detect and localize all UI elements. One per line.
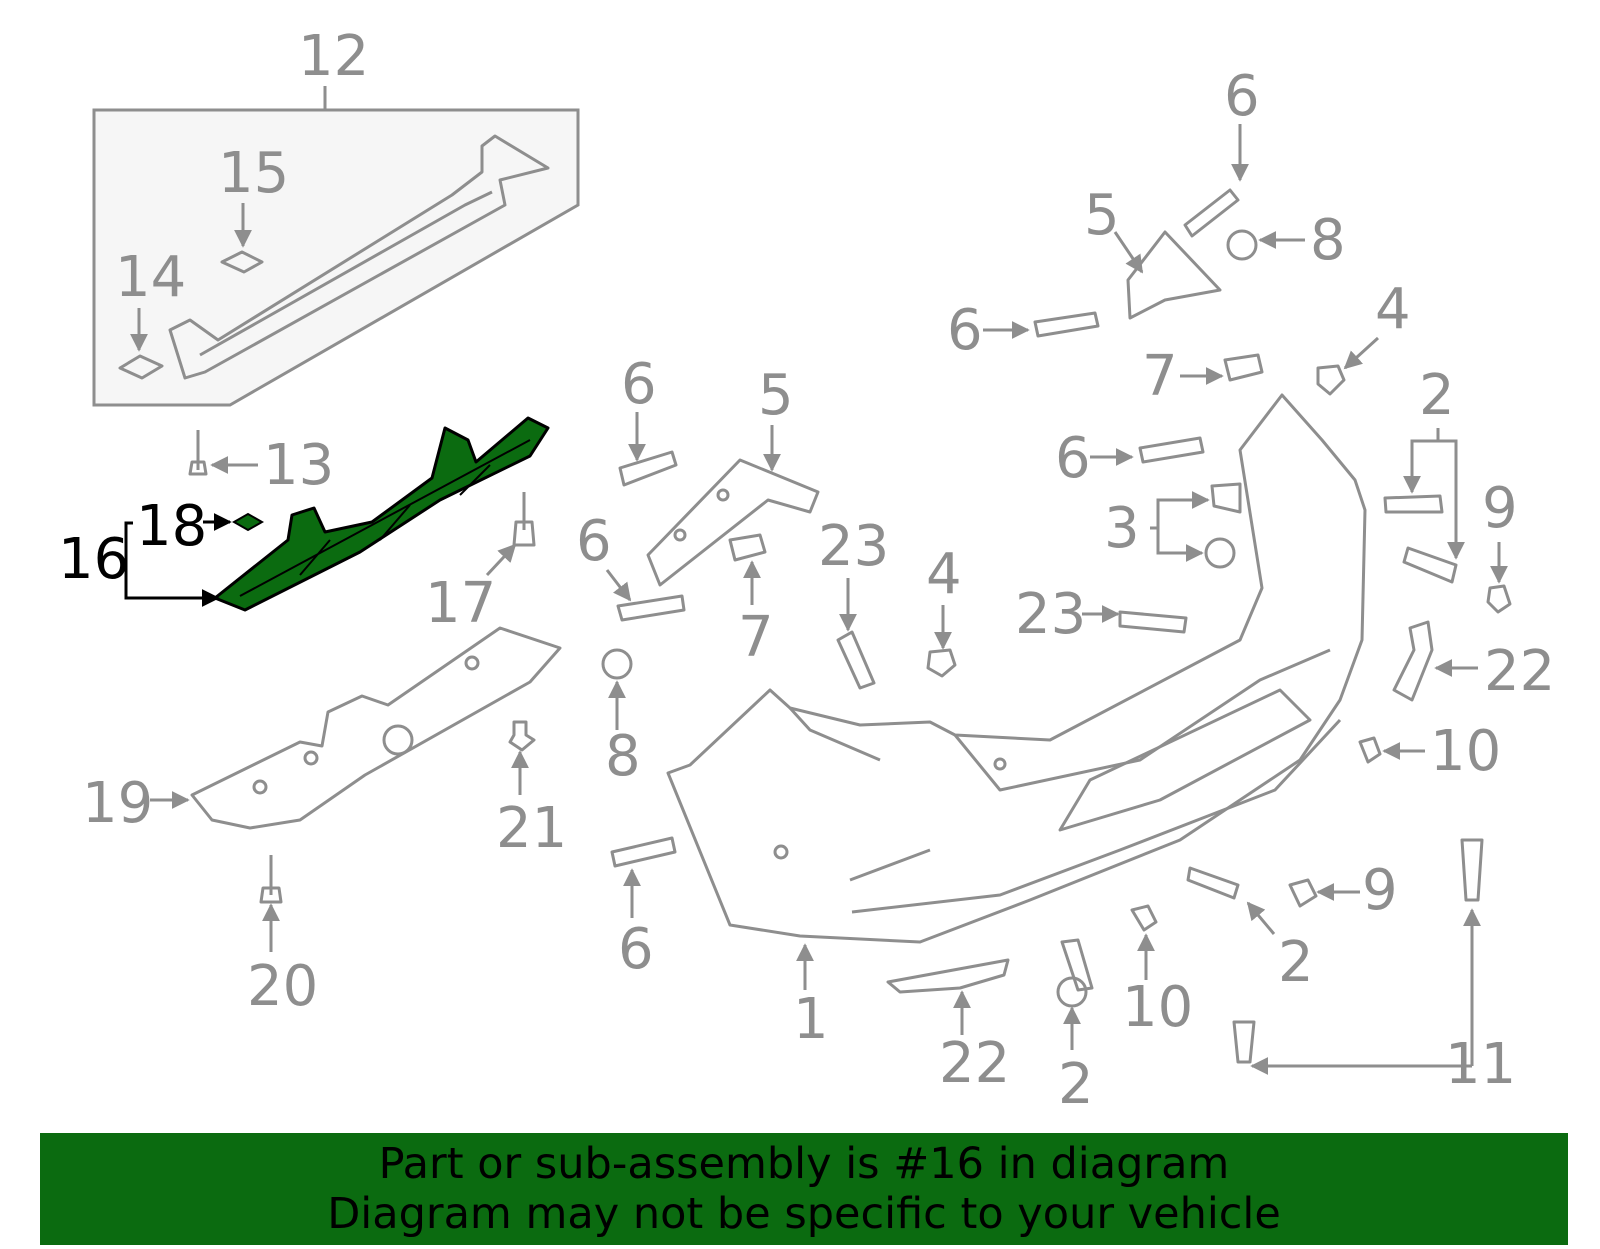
- callout-4-center: 4: [926, 542, 962, 607]
- callout-22-bottom: 22: [939, 1031, 1010, 1096]
- part-1-bumper-cover: [666, 393, 1367, 990]
- callout-6-leftmid: 6: [621, 352, 657, 417]
- callout-7-right: 7: [1142, 344, 1178, 409]
- callout-18: 18: [136, 494, 207, 559]
- callout-23-center: 23: [818, 514, 889, 579]
- callout-23-right: 23: [1015, 582, 1086, 647]
- callout-5-right: 5: [1084, 183, 1120, 248]
- callout-8-right: 8: [1310, 208, 1346, 273]
- callout-labels: 12 15 14 13 18 16 17 19 21 20 6 5 6 8 4 …: [58, 24, 1555, 1117]
- callout-16: 16: [58, 527, 129, 592]
- part-16-highlight: [213, 416, 550, 612]
- callout-2-lowerright: 2: [1278, 930, 1314, 995]
- part-12-kit-box: [92, 86, 580, 407]
- callout-9-bottom: 9: [1362, 858, 1398, 923]
- callout-17: 17: [425, 571, 496, 636]
- lower-right-fasteners: [1056, 838, 1484, 1075]
- callout-6-bottom: 6: [618, 917, 654, 982]
- callout-1: 1: [793, 987, 829, 1052]
- right-side-fasteners: [983, 124, 1512, 764]
- callout-20: 20: [247, 954, 318, 1019]
- callout-2-bottom: 2: [1058, 1052, 1094, 1117]
- callout-10-right: 10: [1430, 719, 1501, 784]
- callout-19: 19: [82, 771, 153, 836]
- callout-9-top: 9: [1482, 476, 1518, 541]
- callout-12: 12: [298, 24, 369, 89]
- banner-line-1: Part or sub-assembly is #16 in diagram: [378, 1139, 1230, 1189]
- callout-6-left2: 6: [576, 509, 612, 574]
- center-fasteners: [601, 412, 820, 918]
- callout-2-topright: 2: [1419, 363, 1455, 428]
- callout-21: 21: [496, 796, 567, 861]
- callout-22-right: 22: [1484, 639, 1555, 704]
- callout-13: 13: [263, 433, 334, 498]
- part-19-shield: [150, 626, 562, 830]
- part-20-bolt: [259, 855, 283, 952]
- callout-6-midleft: 6: [947, 298, 983, 363]
- banner-line-2: Diagram may not be specific to your vehi…: [327, 1189, 1281, 1239]
- callout-7-center: 7: [738, 605, 774, 670]
- callout-11: 11: [1445, 1032, 1516, 1097]
- callout-6-mid: 6: [1055, 426, 1091, 491]
- callout-15: 15: [218, 141, 289, 206]
- part-22-lower: [886, 958, 1010, 1035]
- info-banner: Part or sub-assembly is #16 in diagram D…: [40, 1133, 1568, 1245]
- part-21-clip: [508, 720, 536, 795]
- callout-14: 14: [115, 245, 186, 310]
- part-17-bolt: [485, 492, 536, 577]
- callout-5-center: 5: [758, 363, 794, 428]
- part-16-leaders: [124, 513, 232, 607]
- callout-4-right: 4: [1375, 277, 1411, 342]
- center-23-4: [836, 578, 957, 690]
- part-13-bolt: [188, 430, 258, 476]
- callout-10-bottom: 10: [1122, 975, 1193, 1040]
- callout-6-top: 6: [1224, 64, 1260, 129]
- callout-8-center: 8: [605, 724, 641, 789]
- callout-3: 3: [1104, 496, 1140, 561]
